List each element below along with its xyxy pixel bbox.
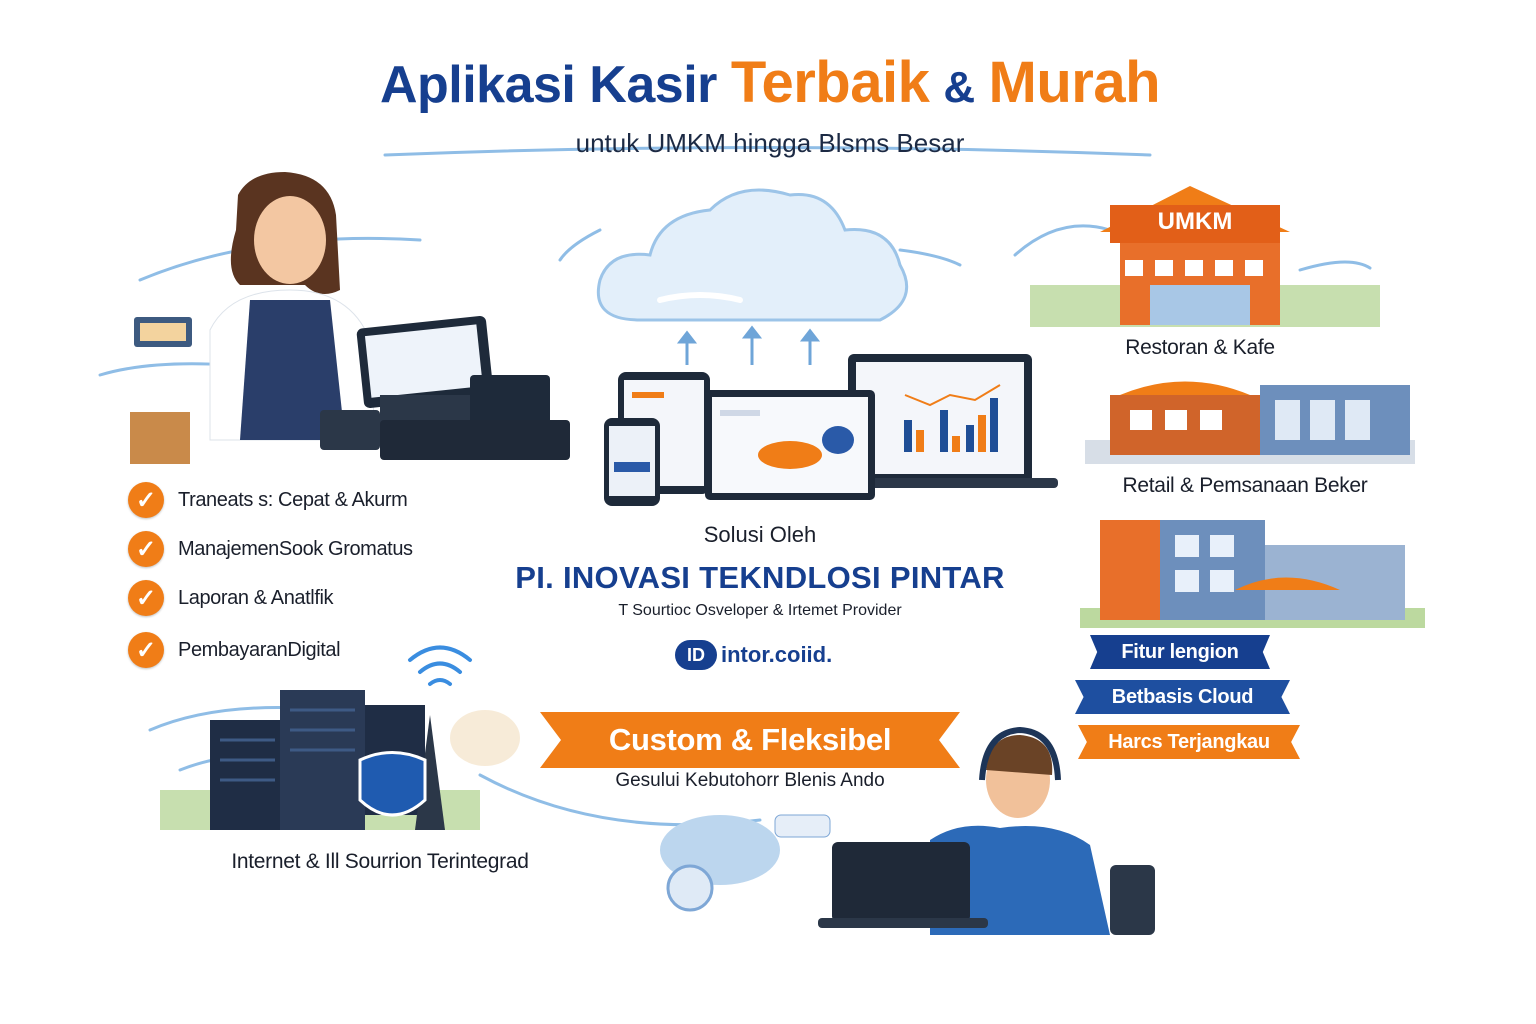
badge-price: Harcs Terjangkau: [1078, 725, 1300, 759]
internet-label: Internet & Ill Sourrion Terintegrad: [231, 850, 529, 873]
title-underline: [383, 146, 1152, 157]
cloud-icon: [597, 188, 909, 322]
support-agent-illustration: [660, 726, 1155, 935]
feature-label: ManajemenSook Gromatus: [178, 537, 413, 560]
server-illustration: [160, 645, 520, 830]
store-restaurant-illustration: [1085, 381, 1415, 464]
feature-item: ✓ ManajemenSook Gromatus: [128, 529, 413, 569]
segment-label-restaurant: Restoran & Kafe: [1125, 336, 1275, 359]
check-icon: ✓: [128, 632, 164, 668]
title-part-1: Aplikasi Kasir: [379, 56, 717, 114]
feature-item: ✓ Traneats s: Cepat & Akurm: [128, 480, 408, 520]
custom-subtitle: Gesului Kebutohorr Blenis Ando: [615, 770, 885, 791]
main-title: Aplikasi Kasir Terbaik & Murah: [300, 48, 1240, 118]
check-icon: ✓: [128, 531, 164, 567]
chat-bubble-icon: [774, 814, 831, 838]
store-sign: UMKM: [1157, 208, 1233, 235]
store-retail-illustration: [1080, 520, 1425, 628]
monitor-icon: [840, 354, 1058, 488]
logo-mark: ID: [675, 640, 717, 670]
feature-label: PembayaranDigital: [178, 638, 341, 661]
phone-icon: [604, 418, 660, 506]
company-name: PI. INOVASI TEKNDLOSI PINTAR: [515, 560, 1005, 595]
company-tagline: T Sourtioc Osveloper & Irtemet Provider: [618, 602, 902, 619]
check-icon: ✓: [128, 482, 164, 518]
company-logo[interactable]: ID intor.coiid.: [675, 640, 832, 670]
check-icon: ✓: [128, 580, 164, 616]
feature-item: ✓ Laporan & Anatlfik: [128, 578, 334, 618]
title-part-3: Murah: [988, 50, 1161, 115]
laptop-icon: [705, 390, 875, 500]
feature-label: Laporan & Anatlfik: [178, 586, 334, 609]
store-umkm-illustration: [1030, 186, 1380, 327]
custom-ribbon: Custom & Fleksibel: [540, 712, 960, 768]
feature-item: ✓ PembayaranDigital: [128, 630, 341, 670]
security-shield-icon: [358, 751, 427, 817]
wifi-icon: [408, 645, 472, 686]
title-ampersand: &: [943, 63, 975, 112]
badge-feature: Fitur lengion: [1090, 635, 1270, 669]
badge-cloud: Betbasis Cloud: [1075, 680, 1290, 714]
feature-label: Traneats s: Cepat & Akurm: [178, 488, 408, 511]
solution-by-label: Solusi Oleh: [703, 522, 817, 547]
title-part-2: Terbaik: [730, 50, 930, 115]
gear-icon: [666, 864, 714, 912]
segment-label-retail: Retail & Pemsanaan Beker: [1122, 474, 1368, 497]
cashier-illustration: [130, 172, 570, 464]
subtitle: untuk UMKM hingga Blsms Besar: [575, 128, 965, 158]
website-link[interactable]: intor.coiid.: [721, 642, 833, 667]
